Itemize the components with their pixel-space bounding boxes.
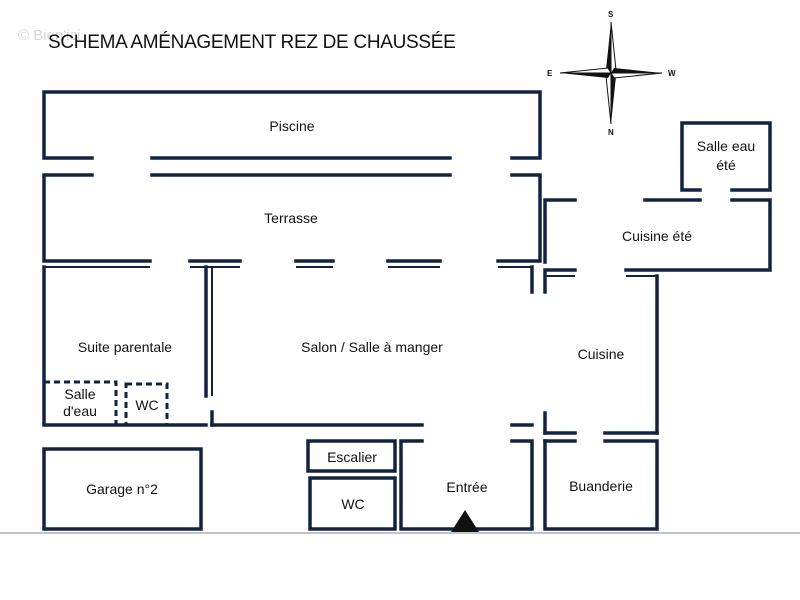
watermark: © Bien'ici (18, 27, 80, 44)
room-salon (210, 265, 534, 427)
compass-rose-icon: S N E W (547, 10, 676, 137)
room-label-buanderie: Buanderie (569, 478, 633, 494)
room-garage (42, 447, 203, 531)
compass-south-label: S (608, 10, 614, 19)
compass-west-label: W (668, 69, 676, 78)
room-suite-parentale (42, 265, 213, 427)
room-label-garage: Garage n°2 (86, 481, 158, 497)
room-piscine (42, 90, 542, 160)
compass-north-label: N (608, 128, 614, 137)
compass-east-label: E (547, 69, 553, 78)
room-wc-suite (124, 382, 169, 427)
room-label-salle-eau-ete-2: été (716, 157, 736, 173)
room-label-salle-eau-ete-1: Salle eau (697, 138, 755, 154)
room-wc (308, 476, 397, 531)
room-label-wc: WC (341, 496, 364, 512)
room-escalier (306, 439, 397, 473)
room-cuisine-ete (543, 198, 702, 264)
room-label-suite-parentale: Suite parentale (78, 339, 172, 355)
room-cuisine (543, 198, 772, 435)
room-label-wc-suite: WC (135, 397, 158, 413)
plan-title: SCHEMA AMÉNAGEMENT REZ DE CHAUSSÉE (48, 32, 456, 53)
room-label-piscine: Piscine (269, 118, 314, 134)
room-label-salle-deau-2: d'eau (63, 403, 97, 419)
room-label-salle-deau-1: Salle (64, 386, 95, 402)
room-buanderie (543, 439, 659, 531)
room-label-terrasse: Terrasse (264, 210, 318, 226)
room-label-cuisine: Cuisine (578, 346, 625, 362)
room-label-escalier: Escalier (327, 449, 377, 465)
room-label-entree: Entrée (446, 479, 487, 495)
room-label-salon: Salon / Salle à manger (301, 339, 443, 355)
room-salle-deau (42, 380, 118, 427)
room-salle-eau-ete (680, 121, 772, 192)
room-label-cuisine-ete: Cuisine été (622, 228, 692, 244)
room-terrasse (42, 173, 542, 268)
entrance-arrow-icon (451, 510, 479, 532)
